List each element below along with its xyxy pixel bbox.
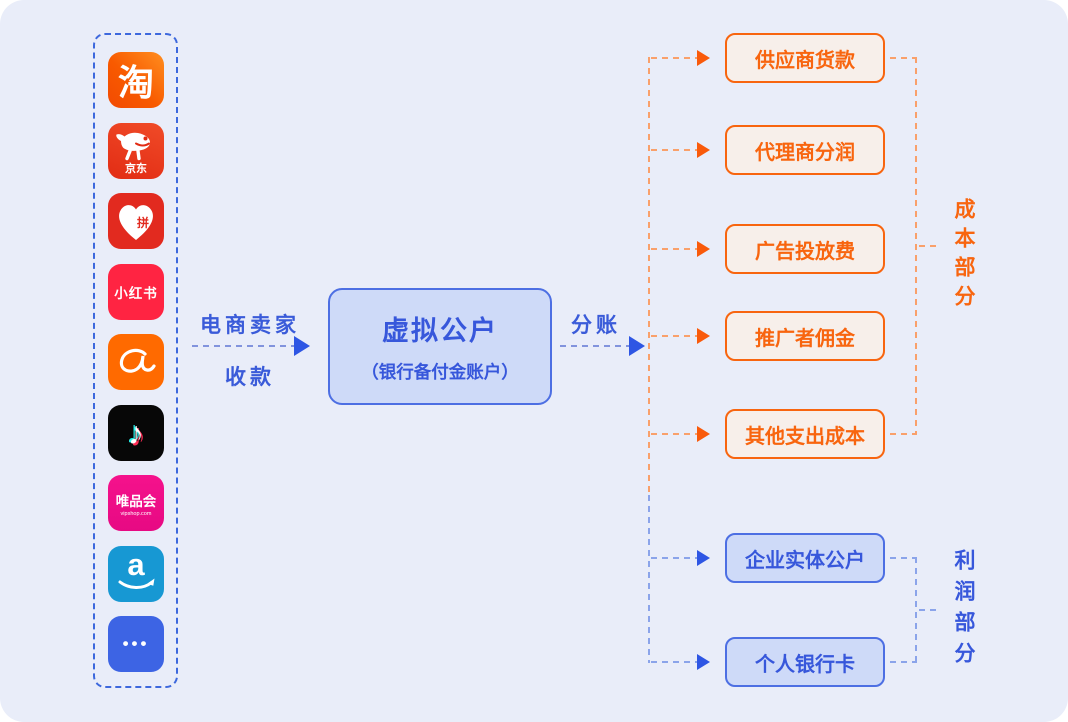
- branch-arrowhead-corporate-icon: [697, 550, 710, 566]
- profit-bracket-vertical: [915, 557, 917, 663]
- profit-node-personal: 个人银行卡: [725, 637, 885, 687]
- flow-in-dashed-line: [192, 345, 294, 347]
- flow-in-arrowhead-icon: [294, 336, 310, 356]
- alibaba-a-icon: [119, 348, 156, 373]
- branch-line-agent: [651, 149, 698, 151]
- xiaohongshu-label: 小红书: [114, 286, 158, 301]
- branch-arrowhead-other-icon: [697, 426, 710, 442]
- taobao-glyph: 淘: [117, 62, 154, 103]
- cost-node-agent: 代理商分润: [725, 125, 885, 175]
- branch-arrowhead-agent-icon: [697, 142, 710, 158]
- flow-out-dashed-line: [560, 345, 630, 347]
- cost-bracket-tick: [919, 245, 937, 247]
- xiaohongshu-icon: 小红书: [108, 264, 164, 320]
- profit-node-corporate: 企业实体公户: [725, 533, 885, 583]
- virtual-account-subtitle: （银行备付金账户）: [361, 362, 519, 382]
- virtual-account-title: 虚拟公户: [382, 316, 498, 346]
- cost-node-promoter: 推广者佣金: [725, 311, 885, 361]
- douyin-icon: ♪: [108, 405, 164, 461]
- amazon-icon: a: [108, 546, 164, 602]
- virtual-account-box: 虚拟公户 （银行备付金账户）: [328, 288, 552, 405]
- profit-bracket-bottom: [890, 661, 917, 663]
- branch-arrowhead-supplier-icon: [697, 50, 710, 66]
- flow-out-label: 分账: [571, 314, 621, 337]
- branch-line-corporate: [651, 557, 698, 559]
- profit-spine-line: [648, 495, 650, 663]
- cost-node-ads: 广告投放费: [725, 224, 885, 274]
- cost-bracket-vertical: [915, 57, 917, 435]
- taobao-icon: 淘: [108, 52, 164, 108]
- cost-node-other: 其他支出成本: [725, 409, 885, 459]
- profit-group-label: 利润部分: [952, 549, 975, 673]
- cost-group-label: 成本部分: [952, 198, 975, 314]
- jd-label: 京东: [125, 163, 147, 175]
- pinduoduo-glyph: 拼: [137, 216, 150, 230]
- branch-line-promoter: [651, 335, 698, 337]
- branch-line-ads: [651, 248, 698, 250]
- jd-dog-icon: [116, 132, 151, 161]
- platforms-panel: [93, 33, 178, 688]
- cost-bracket-top: [890, 57, 917, 59]
- ellipsis-glyph: •••: [122, 634, 150, 653]
- branch-arrowhead-promoter-icon: [697, 328, 710, 344]
- vipshop-label: 唯品会: [115, 493, 157, 509]
- flow-in-label-bottom: 收款: [225, 366, 275, 389]
- cost-node-supplier: 供应商货款: [725, 33, 885, 83]
- jd-icon: 京东: [108, 123, 164, 179]
- more-platforms-icon: •••: [108, 616, 164, 672]
- profit-bracket-top: [890, 557, 917, 559]
- vipshop-icon: 唯品会 vipshop.com: [108, 475, 164, 531]
- branch-line-supplier: [651, 57, 698, 59]
- branch-arrowhead-ads-icon: [697, 241, 710, 257]
- pinduoduo-icon: 拼: [108, 193, 164, 249]
- vipshop-domain: vipshop.com: [120, 510, 152, 517]
- profit-bracket-tick: [919, 609, 937, 611]
- branch-line-personal: [651, 661, 698, 663]
- flow-out-arrowhead-icon: [629, 336, 645, 356]
- pinduoduo-heart-icon: [119, 205, 153, 240]
- cost-bracket-bottom: [890, 433, 917, 435]
- amazon-a-glyph: a: [127, 547, 145, 582]
- douyin-note-glyph: ♪: [128, 414, 144, 451]
- flow-in-label-top: 电商卖家: [200, 314, 300, 337]
- branch-line-other: [651, 433, 698, 435]
- amazon-smile-icon: [118, 578, 155, 589]
- cost-spine-line: [648, 57, 650, 495]
- alibaba-icon: [108, 334, 164, 390]
- branch-arrowhead-personal-icon: [697, 654, 710, 670]
